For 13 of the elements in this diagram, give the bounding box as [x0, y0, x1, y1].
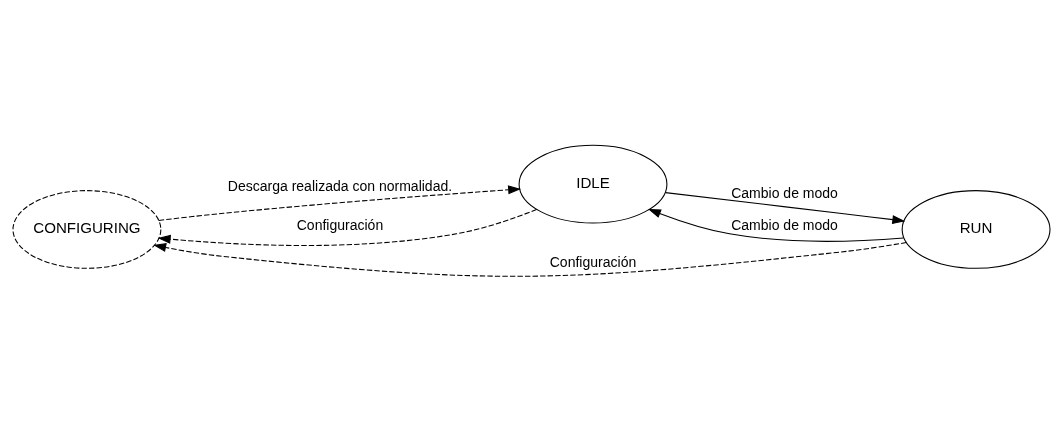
- edge-label: Cambio de modo: [731, 184, 838, 201]
- node-ellipse: RUN: [901, 189, 1051, 269]
- arrow: [157, 208, 538, 246]
- arrow: [665, 191, 906, 224]
- edge-label: Configuración: [296, 216, 384, 233]
- node-ellipse: IDLE: [518, 144, 668, 224]
- node-ellipse: CONFIGURING: [12, 189, 162, 269]
- arrow: [158, 184, 522, 221]
- edge-label: Configuración: [549, 253, 637, 270]
- arrow: [153, 241, 907, 277]
- edge-label: Cambio de modo: [731, 216, 838, 233]
- edge-label: Descarga realizada con normalidad.: [227, 177, 453, 194]
- arrow: [648, 208, 905, 242]
